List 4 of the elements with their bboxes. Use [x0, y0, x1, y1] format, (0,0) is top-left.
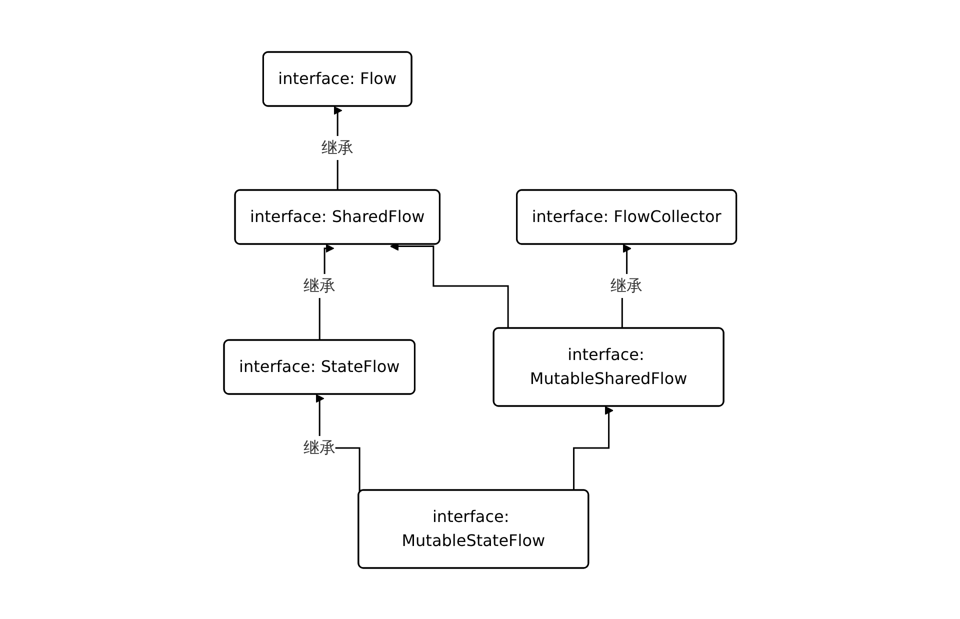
- edge-label: 继承: [610, 275, 642, 294]
- edge-label: 继承: [303, 275, 336, 294]
- edge-label: 继承: [321, 137, 354, 156]
- edge-label: 继承: [303, 437, 336, 456]
